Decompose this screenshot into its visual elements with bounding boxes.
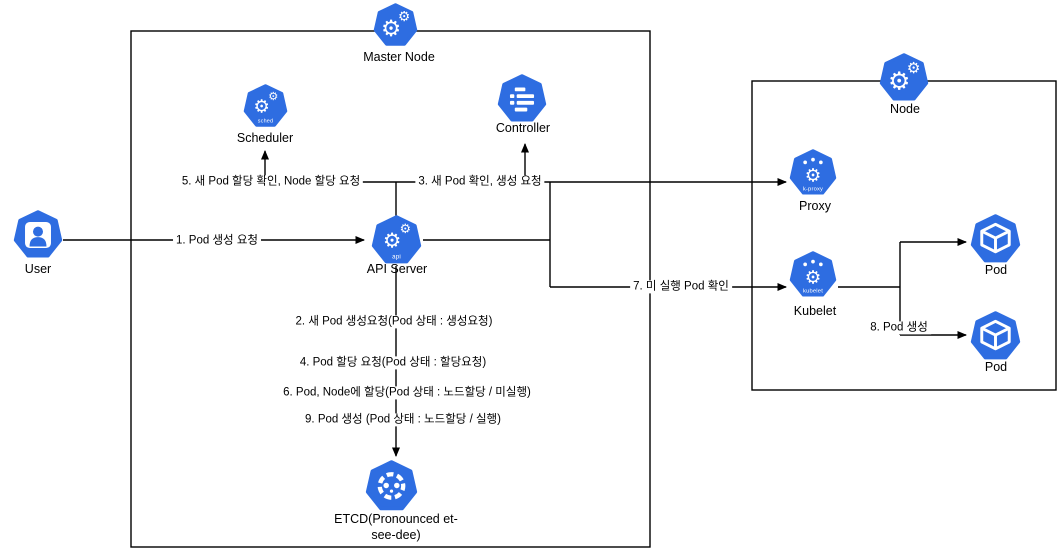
api-server-label: API Server	[366, 261, 428, 276]
edge-label-6: 6. Pod, Node에 할당(Pod 상태 : 노드할당 / 미실행)	[280, 386, 534, 400]
svg-text:⚙: ⚙	[383, 228, 401, 252]
svg-text:⚙: ⚙	[907, 59, 921, 77]
etcd-icon	[365, 460, 418, 511]
pod-top-label: Pod	[984, 262, 1008, 277]
master-node-node: ⚙ ⚙	[373, 3, 418, 48]
svg-text:api: api	[392, 254, 401, 261]
proxy-label: Proxy	[799, 198, 831, 213]
api-server-node: ⚙ ⚙ api	[371, 215, 422, 266]
etcd-label: ETCD(Pronounced et-see-dee)	[334, 511, 458, 542]
scheduler-node: ⚙ ⚙ sched	[243, 84, 288, 129]
kubelet-icon: ⚙ kubelet	[789, 251, 837, 297]
kubelet-node: ⚙ kubelet	[789, 251, 837, 299]
node-icon: ⚙ ⚙	[879, 53, 929, 101]
pod-icon	[970, 214, 1021, 263]
svg-text:kubelet: kubelet	[803, 289, 823, 295]
svg-text:⚙: ⚙	[400, 222, 411, 237]
scheduler-icon: ⚙ ⚙ sched	[243, 84, 288, 127]
pod-bottom-label: Pod	[984, 359, 1008, 374]
pod-top-node	[970, 214, 1021, 265]
api-server-icon: ⚙ ⚙ api	[371, 215, 422, 264]
edge-label-3: 3. 새 Pod 확인, 생성 요청	[415, 175, 545, 189]
svg-text:⚙: ⚙	[888, 67, 910, 96]
svg-text:⚙: ⚙	[805, 165, 822, 186]
edge-label-5: 5. 새 Pod 할당 확인, Node 할당 요청	[178, 175, 364, 189]
edge-label-7: 7. 미 실행 Pod 확인	[630, 280, 732, 294]
svg-text:⚙: ⚙	[381, 16, 401, 42]
edge-label-4: 4. Pod 할당 요청(Pod 상태 : 할당요청)	[296, 356, 490, 370]
node-label: Node	[890, 101, 920, 116]
svg-text:k-proxy: k-proxy	[803, 187, 823, 193]
scheduler-label: Scheduler	[236, 130, 294, 145]
svg-text:⚙: ⚙	[805, 267, 822, 288]
user-label: User	[24, 261, 52, 276]
controller-label: Controller	[495, 120, 551, 135]
pod-icon	[970, 311, 1021, 360]
proxy-node: ⚙ k-proxy	[789, 149, 837, 197]
svg-text:sched: sched	[258, 119, 273, 125]
etcd-node	[365, 460, 418, 513]
user-icon	[13, 210, 63, 258]
edge-label-8: 8. Pod 생성	[867, 321, 931, 335]
master-node-icon: ⚙ ⚙	[373, 3, 418, 46]
svg-text:⚙: ⚙	[268, 90, 278, 103]
node-node: ⚙ ⚙	[879, 53, 929, 103]
master-node-label: Master Node	[363, 49, 435, 64]
proxy-icon: ⚙ k-proxy	[789, 149, 837, 195]
user-node	[13, 210, 63, 260]
controller-icon	[497, 74, 547, 122]
edge-label-2: 2. 새 Pod 생성요청(Pod 상태 : 생성요청)	[292, 315, 496, 329]
pod-bottom-node	[970, 311, 1021, 362]
svg-text:⚙: ⚙	[253, 97, 269, 118]
controller-node	[497, 74, 547, 124]
edge-label-9: 9. Pod 생성 (Pod 상태 : 노드할당 / 실행)	[302, 413, 504, 427]
kubelet-label: Kubelet	[793, 303, 837, 318]
edge-label-1: 1. Pod 생성 요청	[173, 234, 261, 248]
svg-text:⚙: ⚙	[398, 9, 410, 25]
